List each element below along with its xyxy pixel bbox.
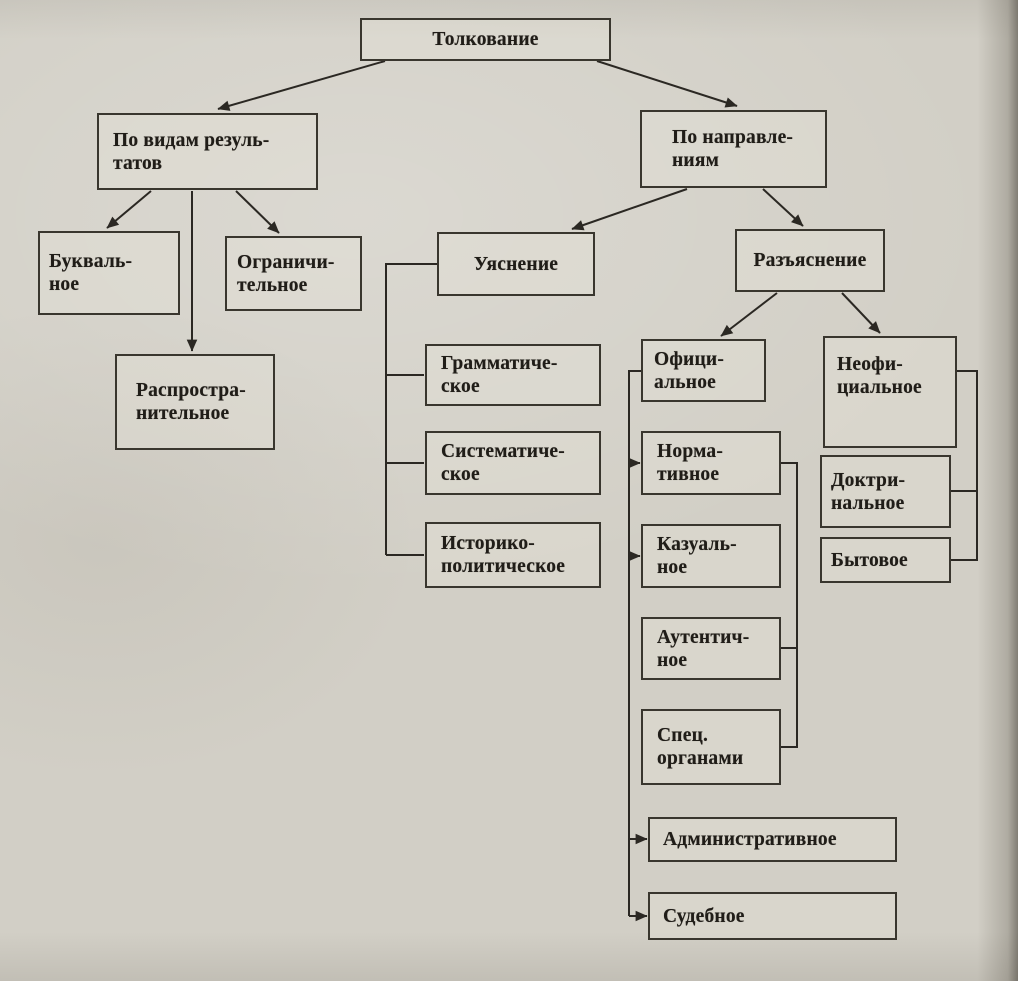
node-rasprostranitelnoe: Распростра- нительное	[115, 354, 275, 450]
node-ogranichitelnoe: Ограничи- тельное	[225, 236, 362, 311]
node-doktrinalnoe: Доктри- нальное	[820, 455, 951, 528]
node-spets-organami: Спец. органами	[641, 709, 781, 785]
node-kazualnoe-label: Казуаль- ное	[657, 534, 737, 578]
node-istoriko-politicheskoe: Историко- политическое	[425, 522, 601, 588]
node-ofitsialnoe: Офици- альное	[641, 339, 766, 402]
node-sudebnoe: Судебное	[648, 892, 897, 940]
node-razyasnenie-label: Разъяснение	[753, 250, 867, 271]
node-administrativnoe-label: Административное	[663, 829, 837, 850]
node-spets-organami-label: Спец. органами	[657, 725, 744, 769]
connector-tolkovanie-po-napravleniyam	[596, 60, 738, 108]
node-bukvalnoe-label: Букваль- ное	[49, 251, 133, 295]
connector-napravleniya-uyasnenie	[571, 188, 688, 231]
node-kazualnoe: Казуаль- ное	[641, 524, 781, 588]
connector-razyasnenie-neofitsialnoe	[841, 292, 881, 334]
node-razyasnenie: Разъяснение	[735, 229, 885, 292]
node-bytovoe-label: Бытовое	[831, 549, 908, 571]
node-grammaticheskoe-label: Грамматиче- ское	[441, 353, 558, 397]
node-administrativnoe: Административное	[648, 817, 897, 862]
node-uyasnenie-label: Уяснение	[473, 253, 559, 275]
connector-povidam-ogranichitelnoe	[235, 190, 280, 234]
node-neofitsialnoe-label: Неофи- циальное	[837, 354, 922, 398]
node-tolkovanie-label: Толкование	[432, 29, 539, 50]
node-normativnoe: Норма- тивное	[641, 431, 781, 495]
node-autentichnoe: Аутентич- ное	[641, 617, 781, 680]
connector-povidam-bukvalnoe	[106, 190, 152, 229]
node-autentichnoe-label: Аутентич- ное	[657, 626, 750, 671]
node-bytovoe: Бытовое	[820, 537, 951, 583]
node-bukvalnoe: Букваль- ное	[38, 231, 180, 315]
node-uyasnenie: Уяснение	[437, 232, 595, 296]
node-sistematicheskoe-label: Системати­че- ское	[441, 441, 565, 485]
node-po-vidam-rezultatov-label: По видам резуль- татов	[113, 129, 270, 174]
node-neofitsialnoe: Неофи- циальное	[823, 336, 957, 448]
node-po-napravleniyam: По направле- ниям	[640, 110, 827, 188]
node-ofitsialnoe-label: Офици- альное	[654, 348, 725, 393]
node-normativnoe-label: Норма- тивное	[657, 441, 724, 485]
connector-ofitsialnoe-bracket	[628, 370, 641, 916]
connector-uyasnenie-bracket	[385, 263, 437, 555]
node-tolkovanie: Толкование	[360, 18, 611, 61]
node-ogranichitelnoe-label: Ограничи- тельное	[237, 251, 335, 296]
node-rasprostranitelnoe-label: Распростра- нительное	[136, 380, 246, 424]
node-istoriko-politicheskoe-label: Историко- политическое	[441, 533, 566, 577]
node-po-vidam-rezultatov: По видам резуль- татов	[97, 113, 318, 190]
node-sudebnoe-label: Судебное	[663, 905, 745, 927]
node-po-napravleniyam-label: По направле- ниям	[672, 127, 794, 171]
connector-razyasnenie-ofitsialnoe	[720, 292, 778, 337]
connector-tolkovanie-po-vidam	[217, 60, 386, 111]
connector-normativnoe-bracket	[781, 462, 798, 748]
node-doktrinalnoe-label: Доктри- нальное	[831, 469, 906, 514]
connector-neofitsialnoe-bracket	[951, 370, 978, 561]
connector-napravleniya-razyasnenie	[762, 188, 804, 227]
node-grammaticheskoe: Грамматиче- ское	[425, 344, 601, 406]
node-sistematicheskoe: Системати­че- ское	[425, 431, 601, 495]
